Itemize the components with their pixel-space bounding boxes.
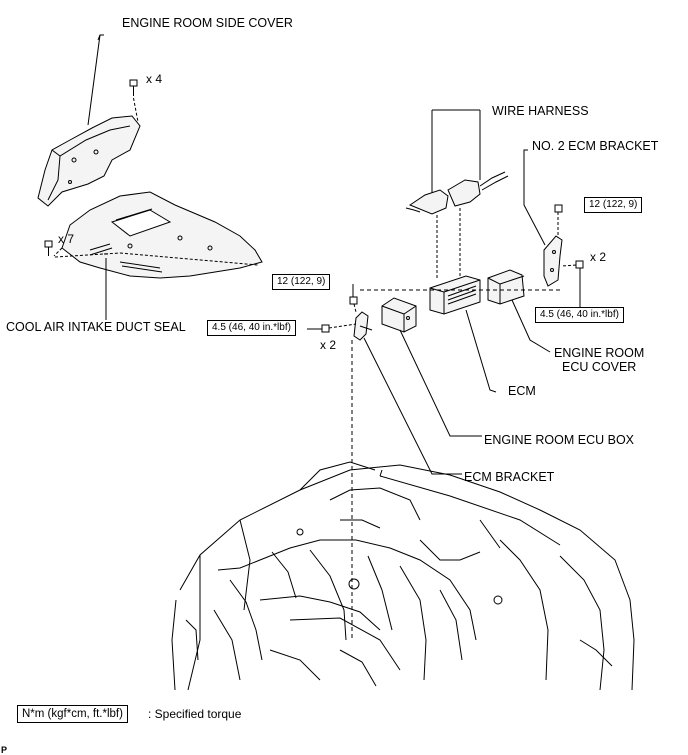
engine-room-side-cover-part: [37, 34, 141, 207]
page-mark: P: [1, 745, 8, 755]
engine-room-side-cover-label: ENGINE ROOM SIDE COVER: [122, 16, 293, 30]
ecm-bracket-bolt-quantity: x 2: [320, 338, 337, 352]
torque-bolt-left: 4.5 (46, 40 in.*lbf): [207, 320, 296, 336]
engine-cover-part: [53, 191, 263, 279]
ecm-bracket-label: ECM BRACKET: [464, 470, 555, 484]
engine-room-ecu-cover-label-line2: ECU COVER: [562, 360, 637, 374]
engine-bay-drawing: [171, 461, 635, 691]
ecm-bracket-part: [351, 311, 462, 640]
wire-harness-part: [405, 109, 509, 280]
no2-ecm-bracket-label: NO. 2 ECM BRACKET: [532, 139, 659, 153]
ecm-label: ECM: [508, 384, 536, 398]
bolt-left: [307, 323, 357, 333]
wire-harness-label: WIRE HARNESS: [492, 104, 589, 118]
ecm-part: [360, 275, 560, 393]
torque-nut-left: 12 (122, 9): [272, 274, 331, 290]
side-cover-bolt-quantity: x 4: [146, 72, 163, 86]
torque-bolt-right: 4.5 (46, 40 in.*lbf): [535, 307, 624, 323]
bolt-right: [561, 260, 584, 307]
legend-unit-box: N*m (kgf*cm, ft.*lbf): [17, 705, 128, 723]
nut-right: [554, 204, 563, 238]
torque-nut-right: 12 (122, 9): [584, 197, 643, 213]
no2-bracket-bolt-quantity: x 2: [590, 250, 607, 264]
nut-left: [349, 284, 358, 313]
cool-air-intake-duct-seal-label: COOL AIR INTAKE DUCT SEAL: [6, 320, 186, 334]
duct-seal-clip: [44, 240, 53, 256]
no2-ecm-bracket-part: [523, 149, 563, 287]
engine-room-ecu-box-part: [381, 297, 482, 437]
engine-room-ecu-cover-label-line1: ENGINE ROOM: [554, 346, 645, 360]
engine-room-ecu-cover-part: [487, 269, 551, 353]
legend-description: : Specified torque: [148, 707, 242, 721]
side-cover-bolt: [129, 79, 139, 123]
duct-seal-clip-quantity: x 7: [58, 232, 75, 246]
engine-room-ecu-box-label: ENGINE ROOM ECU BOX: [484, 433, 635, 447]
